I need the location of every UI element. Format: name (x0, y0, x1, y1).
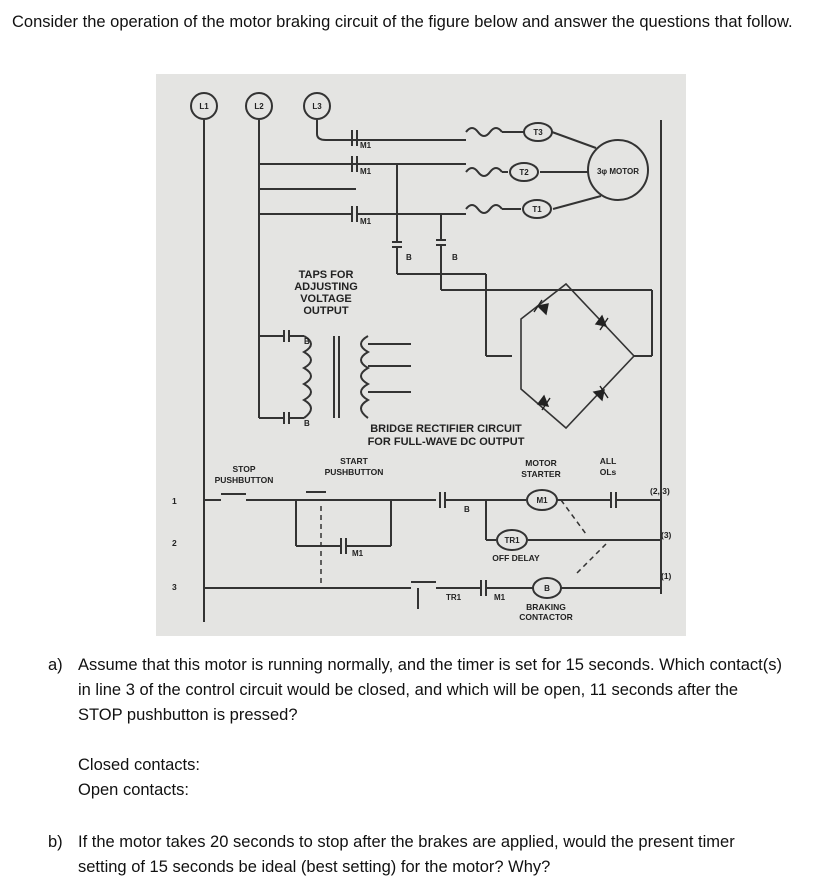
tr1-coil-label: TR1 (504, 536, 520, 545)
m1-label: M1 (360, 217, 372, 226)
b-coil-label: B (544, 584, 550, 593)
bridge-label: BRIDGE RECTIFIER CIRCUIT (370, 423, 522, 435)
terminal-label: T2 (519, 168, 529, 177)
rung-ref: (2, 3) (650, 486, 670, 496)
m1-label: M1 (494, 593, 506, 602)
line-label: L2 (254, 102, 264, 111)
terminal-label: T1 (532, 205, 542, 214)
b-label: B (304, 337, 310, 346)
line-label: L3 (312, 102, 322, 111)
question-b-label: b) (48, 833, 63, 851)
rung-number: 2 (172, 538, 177, 548)
m1-label: M1 (360, 141, 372, 150)
b-label: B (304, 419, 310, 428)
motor-label: 3φ MOTOR (597, 167, 639, 176)
taps-label: ADJUSTING (294, 281, 358, 293)
off-delay-label: OFF DELAY (492, 553, 540, 563)
start-label: PUSHBUTTON (325, 467, 384, 477)
line-label: L1 (199, 102, 209, 111)
question-a-line: in line 3 of the control circuit would b… (78, 681, 739, 699)
rung-ref: (1) (661, 571, 672, 581)
taps-label: TAPS FOR (299, 269, 354, 281)
question-a-line: STOP pushbutton is pressed? (78, 706, 298, 724)
ols-label: OLs (600, 467, 617, 477)
question-b: b) If the motor takes 20 seconds to stop… (48, 830, 838, 885)
question-a-label: a) (48, 656, 63, 674)
question-a: a) Assume that this motor is running nor… (48, 653, 838, 733)
b-label: B (452, 253, 458, 262)
circuit-diagram: L1 L2 L3 T3 T2 T1 3φ MOTOR M1 M1 M1 B B … (172, 92, 672, 622)
b-label: B (406, 253, 412, 262)
b-label: B (464, 505, 470, 514)
tr1-label: TR1 (446, 593, 462, 602)
stop-label: PUSHBUTTON (215, 475, 274, 485)
ols-label: ALL (600, 456, 617, 466)
m1-label: M1 (360, 167, 372, 176)
starter-label: STARTER (521, 469, 561, 479)
question-b-line: If the motor takes 20 seconds to stop af… (78, 833, 735, 851)
rung-number: 1 (172, 496, 177, 506)
rung-ref: (3) (661, 530, 672, 540)
taps-label: OUTPUT (303, 305, 349, 317)
open-contacts-label: Open contacts: (78, 781, 189, 799)
stop-label: STOP (233, 464, 256, 474)
taps-label: VOLTAGE (300, 293, 352, 305)
closed-contacts-label: Closed contacts: (78, 756, 200, 774)
motor-braking-circuit-figure: L1 L2 L3 T3 T2 T1 3φ MOTOR M1 M1 M1 B B … (156, 74, 686, 636)
m1-coil-label: M1 (536, 496, 548, 505)
starter-label: MOTOR (525, 458, 556, 468)
braking-label: CONTACTOR (519, 612, 573, 622)
terminal-label: T3 (533, 128, 543, 137)
bridge-label: FOR FULL-WAVE DC OUTPUT (368, 436, 525, 448)
intro-text: Consider the operation of the motor brak… (12, 13, 793, 31)
rung-number: 3 (172, 582, 177, 592)
question-a-line: Assume that this motor is running normal… (78, 656, 782, 674)
start-label: START (340, 456, 369, 466)
m1-label: M1 (352, 549, 364, 558)
braking-label: BRAKING (526, 602, 566, 612)
question-b-line: setting of 15 seconds be ideal (best set… (78, 858, 551, 876)
